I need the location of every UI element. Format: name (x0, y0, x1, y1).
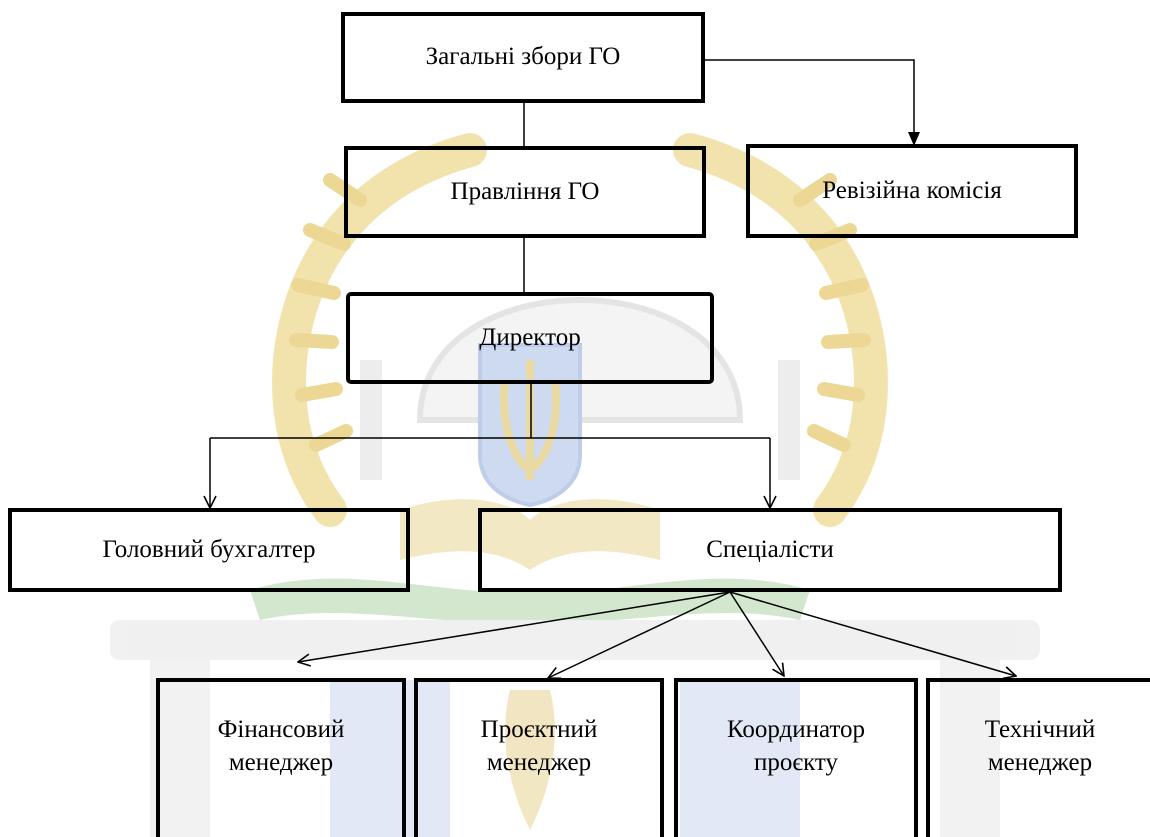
node-financial-manager-line1: Фінансовий (217, 716, 345, 743)
edge-to-project-coordinator (729, 591, 784, 676)
node-director: Директор (346, 292, 714, 384)
node-technical-manager: Технічний менеджер (926, 678, 1150, 837)
edge-to-financial-manager (298, 591, 731, 662)
node-project-coordinator-line1: Координатор (726, 716, 866, 743)
node-technical-manager-text: Технічний менеджер (985, 714, 1096, 779)
node-project-manager-text: Проєктний менеджер (481, 714, 598, 779)
edge-meeting-audit (705, 59, 920, 146)
node-project-coordinator-line2: проєкту (753, 748, 839, 776)
node-general-meeting-label: Загальні збори ГО (425, 43, 621, 71)
node-audit-commission: Ревізійна комісія (746, 144, 1078, 238)
node-financial-manager-line2: менеджер (228, 748, 334, 776)
node-project-manager-line1: Проєктний (480, 716, 598, 743)
node-general-meeting: Загальні збори ГО (341, 12, 705, 103)
node-director-label: Директор (479, 323, 581, 351)
node-specialists-label: Спеціалісти (706, 535, 834, 563)
node-project-manager: Проєктний менеджер (414, 678, 664, 837)
edge-to-technical-manager (729, 591, 1016, 676)
node-project-manager-line2: менеджер (486, 748, 592, 776)
node-financial-manager: Фінансовий менеджер (156, 678, 406, 837)
node-specialists: Спеціалісти (478, 508, 1062, 592)
node-board-label: Правління ГО (450, 177, 600, 205)
node-financial-manager-text: Фінансовий менеджер (218, 714, 345, 779)
node-project-coordinator-text: Координатор проєкту (727, 714, 865, 779)
node-board: Правління ГО (344, 146, 706, 238)
node-project-coordinator: Координатор проєкту (674, 678, 918, 837)
node-technical-manager-line2: менеджер (987, 748, 1093, 776)
node-chief-accountant-label: Головний бухгалтер (102, 535, 316, 563)
node-chief-accountant: Головний бухгалтер (8, 508, 410, 592)
node-audit-commission-label: Ревізійна комісія (822, 176, 1002, 204)
edge-to-project-manager (548, 591, 731, 678)
node-technical-manager-line1: Технічний (984, 716, 1096, 743)
